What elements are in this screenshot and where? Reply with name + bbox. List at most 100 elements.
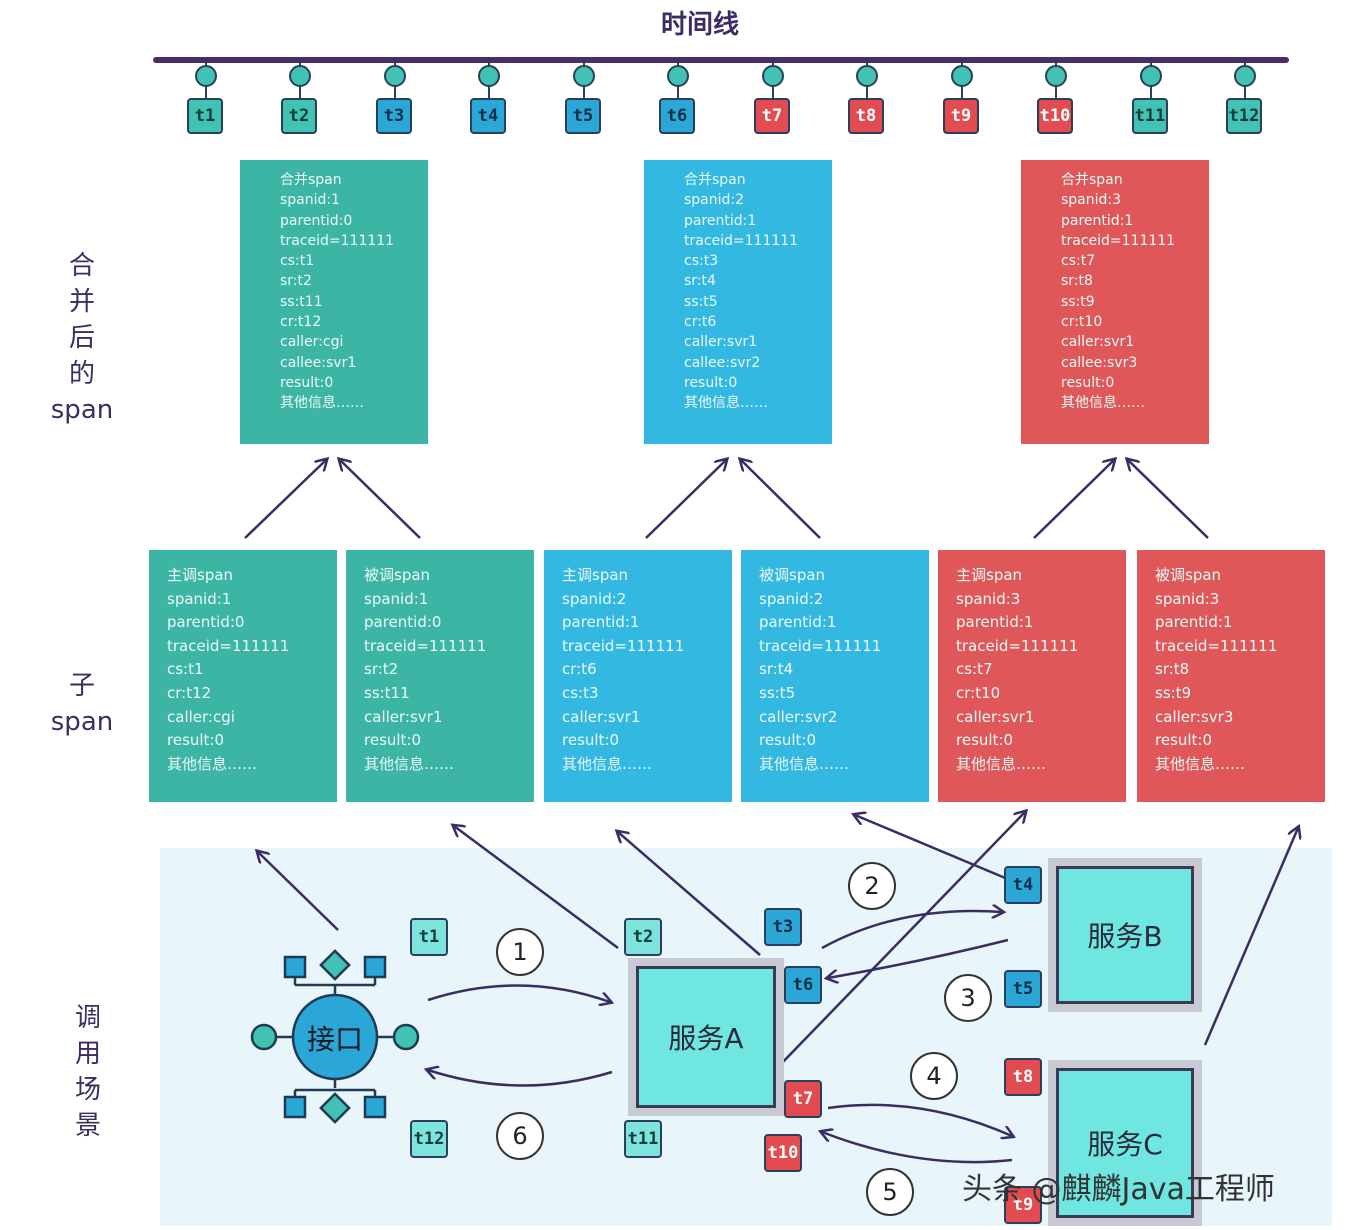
span-field: 其他信息…… [1061,395,1145,412]
span-field: cr:t10 [956,683,1001,702]
span-field: 被调span [759,566,826,584]
scene-arrows [258,812,1298,1066]
span-field: spanid:2 [684,192,745,209]
span-field: 合并span [280,172,342,188]
timeline-tick-t7: t7 [754,98,790,134]
span-field: 其他信息…… [280,395,364,412]
scene-tag-t2: t2 [624,918,662,956]
scene-tag-t1: t1 [410,918,448,956]
scene-tag-t12: t12 [410,1120,448,1158]
span-field: parentid:1 [562,613,640,632]
span-field: caller:svr3 [1155,707,1234,726]
span-field: cr:t12 [280,314,322,331]
span-field: result:0 [364,731,422,750]
span-field: spanid:2 [562,589,627,608]
span-field: caller:svr1 [684,334,758,351]
span-field: 合并span [684,172,746,188]
span-field: sr:t2 [364,660,399,679]
span-field: 其他信息…… [956,754,1047,773]
service-b-box: 服务B [1056,866,1194,1004]
span-field: spanid:2 [759,589,824,608]
span-field: parentid:0 [364,613,442,632]
span-field: traceid=111111 [562,636,685,655]
span-field: callee:svr2 [684,354,761,371]
scene-tag-t7: t7 [784,1080,822,1118]
span-field: 其他信息…… [759,754,850,773]
span-field: 主调span [167,566,234,584]
timeline-node [573,65,595,87]
timeline-node [289,65,311,87]
span-field: spanid:3 [956,589,1021,608]
span-field: parentid:1 [1061,212,1134,229]
span-field: cs:t7 [1061,253,1096,270]
span-field: spanid:1 [167,589,232,608]
span-field: 其他信息…… [562,754,653,773]
span-field: parentid:1 [1155,613,1233,632]
timeline-node [478,65,500,87]
span-field: sr:t8 [1061,273,1093,290]
span-field: caller:svr1 [956,707,1035,726]
timeline-tick-t12: t12 [1226,98,1262,134]
timeline-node [195,65,217,87]
timeline-node [384,65,406,87]
span-field: sr:t4 [684,273,716,290]
timeline-node [951,65,973,87]
span-field: traceid=111111 [684,232,799,249]
span-field: caller:svr2 [759,707,838,726]
scene-tag-t9: t9 [1004,1186,1042,1224]
service-c-label: 服务C [1087,1128,1163,1161]
call-scene-label: 调 用 场 景 [74,1003,101,1141]
timeline-node [1234,65,1256,87]
watermark: 头条 @麒麟Java工程师 [962,1172,1275,1207]
timeline-node [1140,65,1162,87]
span-field: ss:t11 [364,683,410,702]
span-field: result:0 [280,374,334,391]
timeline-tick-t8: t8 [848,98,884,134]
scene-tag-t4: t4 [1004,866,1042,904]
span-field: ss:t11 [280,293,323,310]
scene-tag-t10: t10 [764,1134,802,1172]
span-field: result:0 [1061,374,1115,391]
interface-hub [250,949,420,1124]
span-field: result:0 [167,731,225,750]
timeline-tick-t3: t3 [376,98,412,134]
span-field: 被调span [1155,566,1222,584]
span-field: ss:t5 [759,683,796,702]
span-field: cs:t7 [956,660,993,679]
span-field: sr:t2 [280,273,312,290]
service-b-label: 服务B [1087,920,1163,953]
span-field: spanid:1 [364,589,429,608]
span-field: result:0 [562,731,620,750]
step-1-circle: 1 [496,928,544,976]
span-field: spanid:3 [1155,589,1220,608]
timeline-tick-t5: t5 [565,98,601,134]
span-field: parentid:0 [280,212,353,229]
span-field: cs:t1 [280,253,315,270]
span-field: ss:t9 [1061,293,1095,310]
span-field: 被调span [364,566,431,584]
timeline-tick-t2: t2 [281,98,317,134]
span-field: cs:t3 [562,683,599,702]
span-field: traceid=111111 [167,636,290,655]
span-field: result:0 [956,731,1014,750]
scene-tag-t3: t3 [764,908,802,946]
span-field: 主调span [956,566,1023,584]
span-field: caller:svr1 [562,707,641,726]
span-field: parentid:1 [956,613,1034,632]
span-field: result:0 [684,374,738,391]
span-field: 其他信息…… [167,754,258,773]
timeline-tick-t1: t1 [187,98,223,134]
span-field: sr:t8 [1155,660,1190,679]
timeline-node [1045,65,1067,87]
timeline-title: 时间线 [660,10,739,40]
timeline-node [856,65,878,87]
span-field: traceid=111111 [280,232,395,249]
timeline-tick-t9: t9 [943,98,979,134]
call-flow-arrows [428,911,1012,1164]
span-field: caller:cgi [167,707,235,726]
